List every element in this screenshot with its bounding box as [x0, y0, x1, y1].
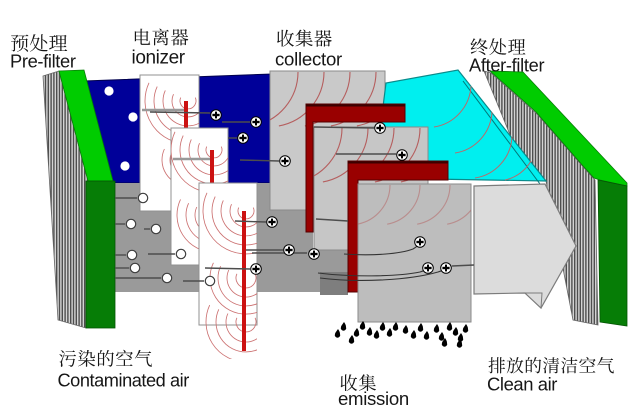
svg-text:emission: emission — [338, 388, 409, 409]
svg-text:Contaminated air: Contaminated air — [58, 371, 190, 391]
svg-text:After-filter: After-filter — [469, 56, 544, 76]
svg-text:ionizer: ionizer — [132, 48, 186, 69]
svg-text:collector: collector — [275, 49, 342, 70]
svg-text:Pre-filter: Pre-filter — [10, 51, 76, 72]
svg-text:Clean air: Clean air — [487, 374, 557, 395]
